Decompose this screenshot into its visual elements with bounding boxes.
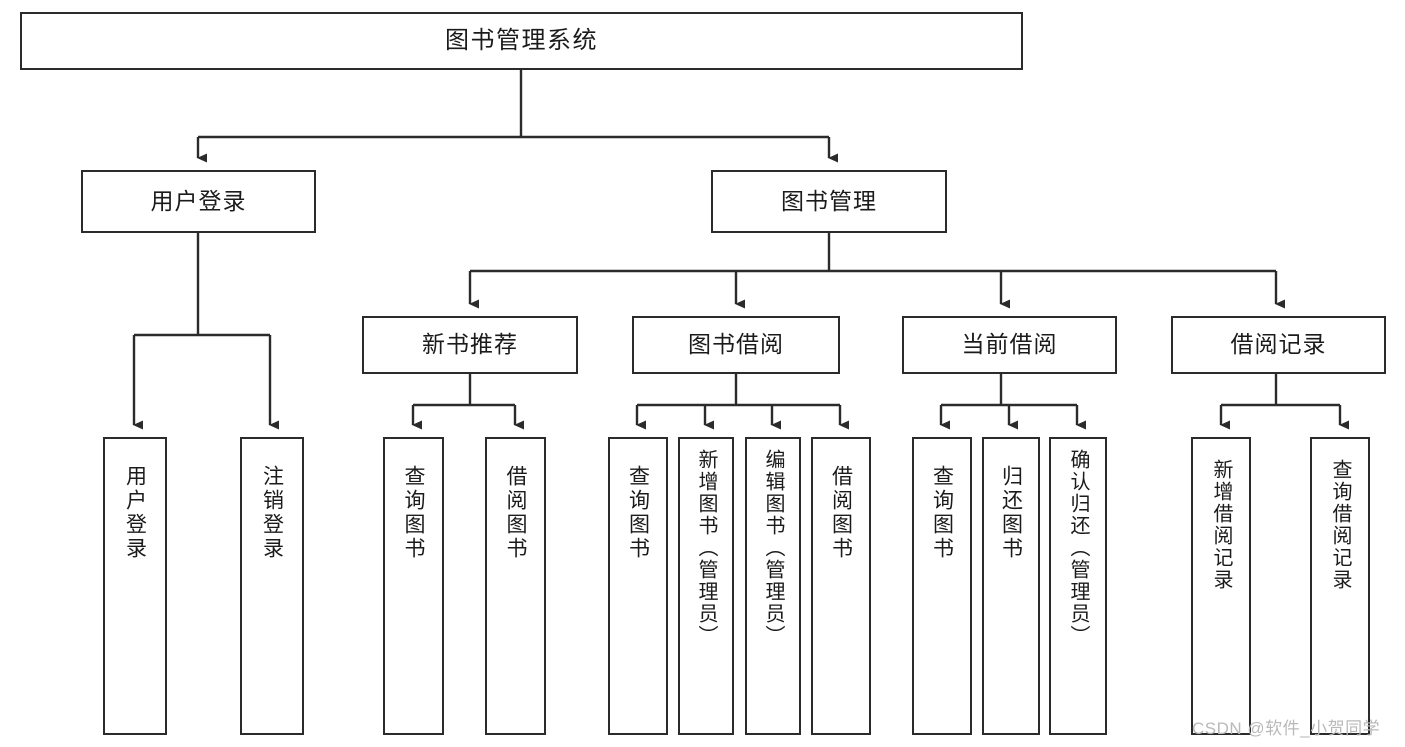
leaf-edit-book[interactable]: 编辑图书（管理员）	[745, 437, 801, 735]
node-book-borrow[interactable]: 图书借阅	[632, 316, 840, 374]
leaf-query-book-current[interactable]: 查询图书	[912, 437, 972, 735]
node-label: 查询图书	[930, 465, 954, 561]
node-label: 图书借阅	[688, 331, 784, 358]
node-borrow-record[interactable]: 借阅记录	[1171, 316, 1386, 374]
node-label: 注销登录	[260, 465, 284, 561]
node-label: 借阅图书	[829, 465, 853, 561]
csdn-watermark: CSDN @软件_小贺同学	[1192, 719, 1381, 738]
leaf-user-login[interactable]: 用户登录	[103, 437, 167, 735]
node-root-book-management-system[interactable]: 图书管理系统	[20, 12, 1023, 70]
leaf-user-logout[interactable]: 注销登录	[240, 437, 304, 735]
leaf-query-book-recommend[interactable]: 查询图书	[383, 437, 444, 735]
node-label: 新增借阅记录	[1210, 459, 1232, 591]
node-label: 借阅图书	[504, 465, 527, 561]
node-current-borrow[interactable]: 当前借阅	[902, 316, 1117, 374]
node-label: 图书管理	[781, 187, 877, 214]
leaf-query-borrow-record[interactable]: 查询借阅记录	[1310, 437, 1370, 735]
node-user-login[interactable]: 用户登录	[81, 170, 316, 233]
node-label: 编辑图书（管理员）	[762, 449, 784, 647]
node-label: 当前借阅	[961, 331, 1058, 358]
node-label: 借阅记录	[1230, 331, 1327, 358]
leaf-borrow-book-recommend[interactable]: 借阅图书	[485, 437, 546, 735]
node-label: 查询图书	[626, 465, 650, 561]
leaf-confirm-return[interactable]: 确认归还（管理员）	[1049, 437, 1107, 735]
leaf-borrow-book[interactable]: 借阅图书	[811, 437, 871, 735]
node-label: 归还图书	[999, 465, 1023, 561]
node-label: 查询图书	[402, 465, 425, 561]
node-label: 查询借阅记录	[1329, 459, 1351, 591]
node-new-book-recommend[interactable]: 新书推荐	[362, 316, 578, 374]
node-label: 图书管理系统	[445, 26, 598, 54]
node-label: 新书推荐	[422, 331, 518, 358]
leaf-query-book-borrow[interactable]: 查询图书	[608, 437, 668, 735]
node-label: 新增图书（管理员）	[695, 449, 717, 647]
leaf-add-book[interactable]: 新增图书（管理员）	[678, 437, 734, 735]
node-label: 确认归还（管理员）	[1067, 449, 1089, 647]
node-book-management[interactable]: 图书管理	[711, 170, 947, 233]
node-label: 用户登录	[150, 187, 247, 214]
leaf-add-borrow-record[interactable]: 新增借阅记录	[1191, 437, 1251, 735]
leaf-return-book[interactable]: 归还图书	[982, 437, 1040, 735]
node-label: 用户登录	[123, 465, 147, 561]
